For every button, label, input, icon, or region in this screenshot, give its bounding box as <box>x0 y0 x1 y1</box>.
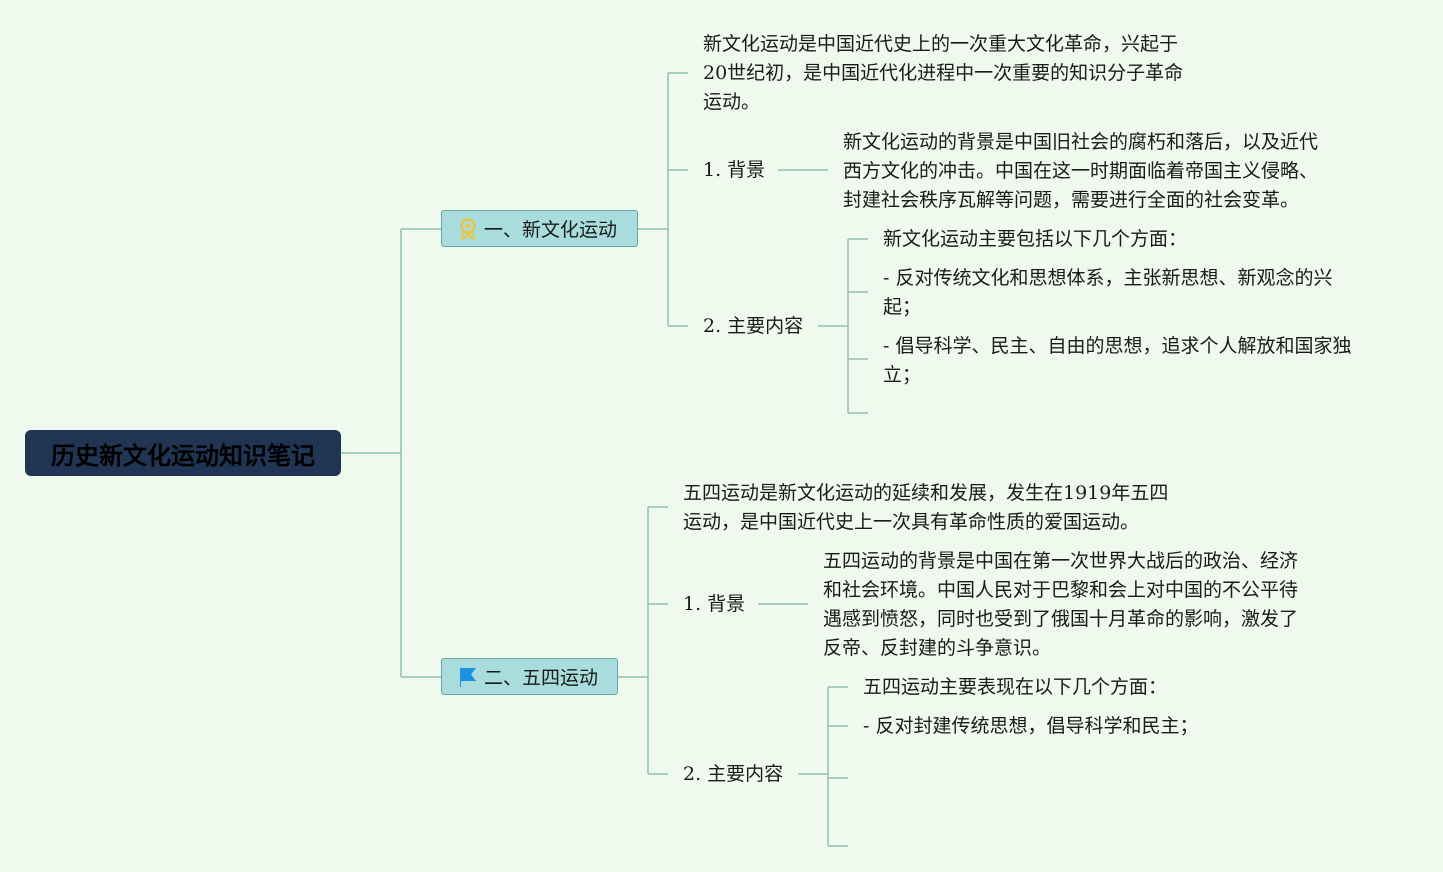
content-item[interactable]: - 倡导科学、民主、自由的思想，追求个人解放和国家独 立； <box>883 332 1351 390</box>
text-line: 和社会环境。中国人民对于巴黎和会上对中国的不公平待 <box>823 579 1299 601</box>
topic-may-fourth-movement[interactable]: 二、五四运动 <box>441 658 618 695</box>
flag-icon <box>458 666 478 688</box>
text-line: 新文化运动是中国近代史上的一次重大文化革命，兴起于 <box>703 33 1179 55</box>
text-line: - 倡导科学、民主、自由的思想，追求个人解放和国家独 <box>883 335 1352 357</box>
content-label[interactable]: 2. 主要内容 <box>683 763 784 785</box>
text-line: 20世纪初，是中国近代化进程中一次重要的知识分子革命 <box>703 62 1184 84</box>
text-line: 运动，是中国近代史上一次具有革命性质的爱国运动。 <box>683 511 1140 533</box>
background-text[interactable]: 新文化运动的背景是中国旧社会的腐朽和落后，以及近代 西方文化的冲击。中国在这一时… <box>843 128 1318 215</box>
text-line: 封建社会秩序瓦解等问题，需要进行全面的社会变革。 <box>843 189 1300 211</box>
content-item[interactable]: - 反对传统文化和思想体系，主张新思想、新观念的兴 起； <box>883 264 1332 322</box>
text-line: 立； <box>883 364 922 386</box>
text-line: 运动。 <box>703 91 761 113</box>
text-line: - 反对封建传统思想，倡导科学和民主； <box>863 715 1199 737</box>
topic-label: 二、五四运动 <box>484 667 599 689</box>
content-item[interactable]: 新文化运动主要包括以下几个方面： <box>883 225 1187 254</box>
text-line: 西方文化的冲击。中国在这一时期面临着帝国主义侵略、 <box>843 160 1319 182</box>
text-line: 遇感到愤怒，同时也受到了俄国十月革命的影响，激发了 <box>823 608 1299 630</box>
text-line: 反帝、反封建的斗争意识。 <box>823 637 1052 659</box>
text-line: 起； <box>883 296 922 318</box>
topic-label: 一、新文化运动 <box>484 219 618 241</box>
root-node[interactable]: 历史新文化运动知识笔记 <box>25 430 341 476</box>
text-line: 五四运动是新文化运动的延续和发展，发生在1919年五四 <box>683 482 1169 504</box>
text-line: 新文化运动的背景是中国旧社会的腐朽和落后，以及近代 <box>843 131 1319 153</box>
text-line: 五四运动的背景是中国在第一次世界大战后的政治、经济 <box>823 550 1299 572</box>
root-title: 历史新文化运动知识笔记 <box>51 441 315 470</box>
background-label[interactable]: 1. 背景 <box>683 593 746 615</box>
content-item[interactable]: 五四运动主要表现在以下几个方面： <box>863 673 1167 702</box>
background-text[interactable]: 五四运动的背景是中国在第一次世界大战后的政治、经济 和社会环境。中国人民对于巴黎… <box>823 547 1298 663</box>
summary-text[interactable]: 五四运动是新文化运动的延续和发展，发生在1919年五四 运动，是中国近代史上一次… <box>683 479 1168 537</box>
topic-new-culture-movement[interactable]: 一、新文化运动 <box>441 210 638 247</box>
text-line: - 反对传统文化和思想体系，主张新思想、新观念的兴 <box>883 267 1333 289</box>
summary-text[interactable]: 新文化运动是中国近代史上的一次重大文化革命，兴起于 20世纪初，是中国近代化进程… <box>703 30 1183 117</box>
content-item[interactable]: - 反对封建传统思想，倡导科学和民主； <box>863 712 1198 741</box>
text-line: 五四运动主要表现在以下几个方面： <box>863 676 1168 698</box>
background-label[interactable]: 1. 背景 <box>703 159 766 181</box>
text-line: 新文化运动主要包括以下几个方面： <box>883 228 1188 250</box>
medal-icon <box>458 217 478 240</box>
content-label[interactable]: 2. 主要内容 <box>703 315 804 337</box>
